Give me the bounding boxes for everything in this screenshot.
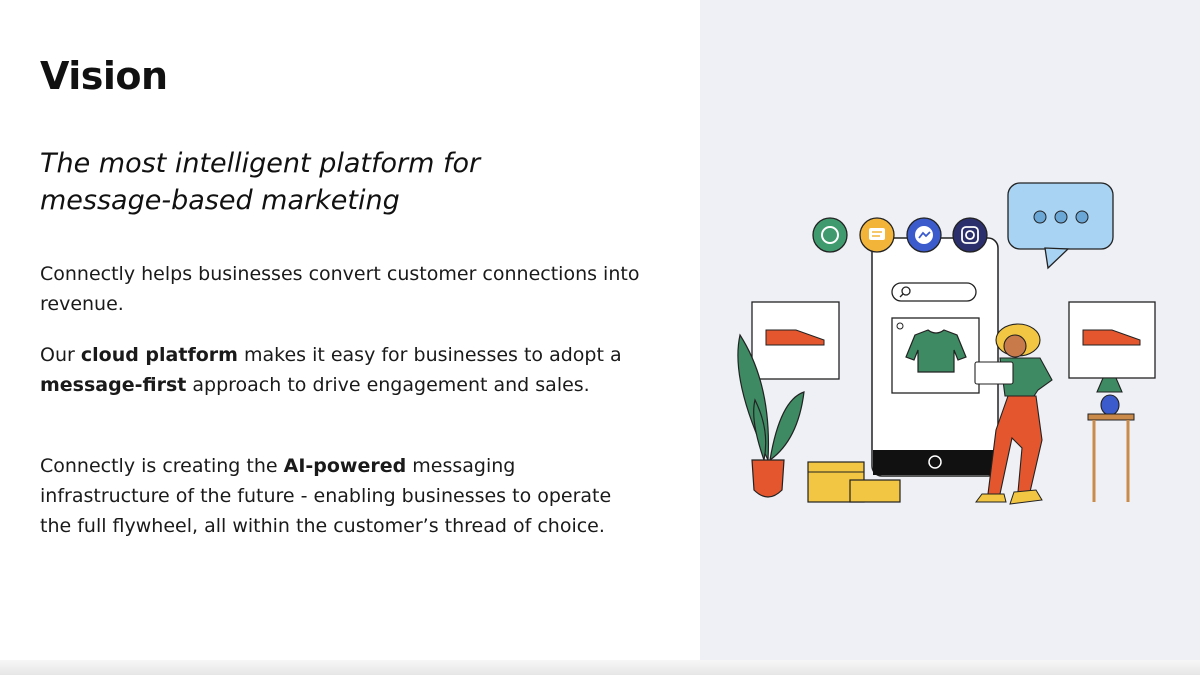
emphasis-text: message-first: [40, 374, 187, 396]
paragraph-1: Connectly helps businesses convert custo…: [40, 259, 640, 319]
bottom-band: [0, 660, 1200, 675]
body-text: Connectly helps businesses convert custo…: [40, 263, 640, 315]
body-text: approach to drive engagement and sales.: [186, 374, 590, 396]
body-text: makes it easy for businesses to adopt a: [237, 344, 622, 366]
messenger-icon: [906, 217, 942, 253]
paragraph-3: Connectly is creating the AI-powered mes…: [40, 451, 640, 541]
side-table-lamp: [1087, 377, 1135, 502]
phone-search-bar: [891, 282, 977, 302]
text-panel: [0, 0, 700, 675]
wall-frame-left: [751, 301, 840, 380]
paragraph-2: Our cloud platform makes it easy for bus…: [40, 340, 640, 400]
wall-frame-right: [1068, 301, 1156, 379]
body-text: messaging infrastructure of the future -…: [40, 455, 612, 537]
product-card-sweater: [891, 317, 980, 394]
potted-plant: [737, 333, 805, 498]
person-with-laptop: [974, 323, 1053, 505]
messaging-illustration: [737, 182, 1156, 505]
chat-bubble-icon: [1007, 182, 1114, 270]
emphasis-text: AI-powered: [283, 455, 407, 477]
sms-icon: [859, 217, 895, 253]
instagram-icon: [952, 217, 988, 253]
slide-subtitle: The most intelligent platform for messag…: [40, 148, 481, 216]
slide-title: Vision: [40, 54, 168, 98]
emphasis-text: cloud platform: [80, 344, 238, 366]
shipping-boxes: [807, 461, 901, 503]
whatsapp-icon: [812, 217, 848, 253]
body-text: Connectly is creating the: [40, 455, 284, 477]
body-text: Our: [40, 344, 81, 366]
